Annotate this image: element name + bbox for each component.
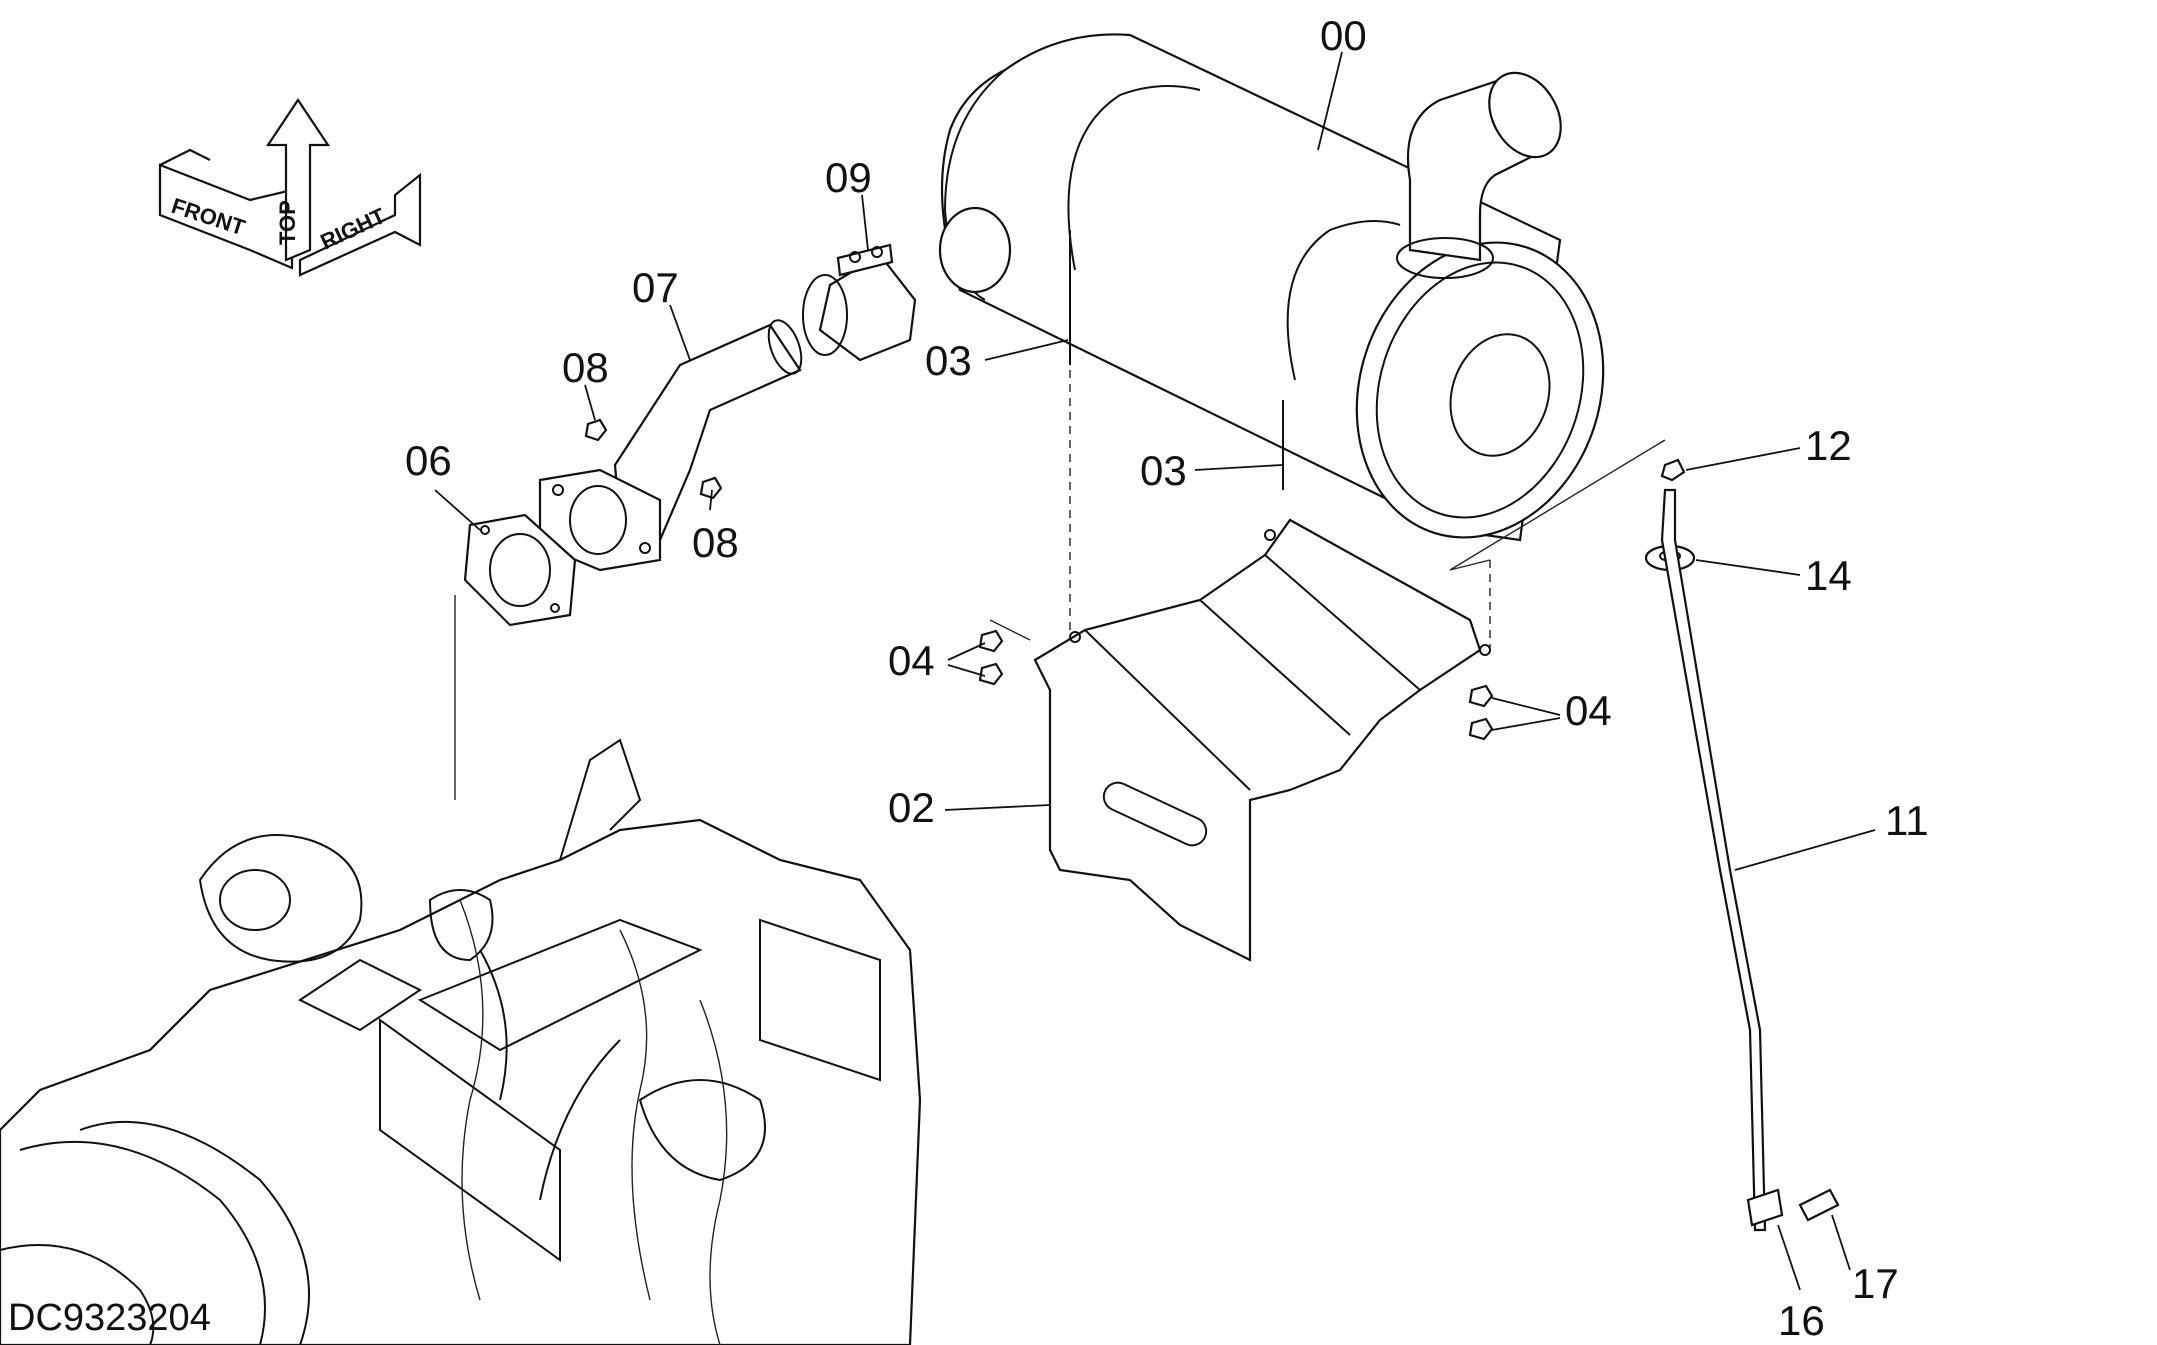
nut-lower-part bbox=[699, 476, 723, 500]
document-id: DC9323204 bbox=[8, 1297, 211, 1339]
leader-lines bbox=[434, 51, 1876, 1291]
callout-screw-top: 12 bbox=[1805, 422, 1852, 469]
nuts-left-part bbox=[978, 629, 1004, 686]
callout-bracket: 02 bbox=[888, 784, 935, 831]
callout-u-bolt-left: 03 bbox=[925, 337, 972, 384]
nuts-right-part bbox=[1468, 684, 1494, 741]
muffler-part bbox=[938, 33, 1605, 542]
callout-gasket: 06 bbox=[405, 437, 452, 484]
pipe-assembly bbox=[1644, 458, 1840, 1232]
callout-nuts-right: 04 bbox=[1565, 687, 1612, 734]
screw-top-part bbox=[1660, 458, 1686, 482]
bracket-part bbox=[1033, 518, 1491, 962]
callout-nuts-left: 04 bbox=[888, 637, 935, 684]
callout-clip: 16 bbox=[1778, 1297, 1825, 1344]
exhaust-pipe-part bbox=[538, 319, 803, 572]
clamp-part bbox=[802, 243, 917, 362]
clip-part bbox=[1746, 1188, 1784, 1227]
front-arrow-icon bbox=[158, 163, 294, 270]
callout-screw-bottom: 17 bbox=[1852, 1260, 1899, 1307]
callout-exhaust-pipe: 07 bbox=[632, 264, 679, 311]
nut-upper-part bbox=[584, 418, 608, 442]
top-arrow-label: TOP bbox=[275, 200, 300, 245]
top-arrow-icon bbox=[265, 98, 331, 262]
screw-bottom-part bbox=[1798, 1188, 1840, 1222]
right-arrow-icon bbox=[298, 172, 422, 277]
callout-clamp: 09 bbox=[825, 154, 872, 201]
callout-nut-upper: 08 bbox=[562, 344, 609, 391]
gasket-part bbox=[463, 513, 577, 627]
alignment-lines bbox=[454, 370, 1666, 800]
callout-u-bolt-right: 03 bbox=[1140, 447, 1187, 494]
pipe-part bbox=[1660, 488, 1767, 1232]
callout-grommet: 14 bbox=[1805, 552, 1852, 599]
engine-assembly bbox=[0, 738, 922, 1345]
callout-nut-lower: 08 bbox=[692, 519, 739, 566]
callout-pipe: 11 bbox=[1885, 797, 1929, 844]
callout-muffler: 00 bbox=[1320, 12, 1367, 59]
orientation-arrows: FRONT TOP RIGHT bbox=[158, 98, 422, 277]
callout-labels: 00 09 07 08 08 06 03 03 04 04 02 12 14 1… bbox=[405, 12, 1929, 1344]
